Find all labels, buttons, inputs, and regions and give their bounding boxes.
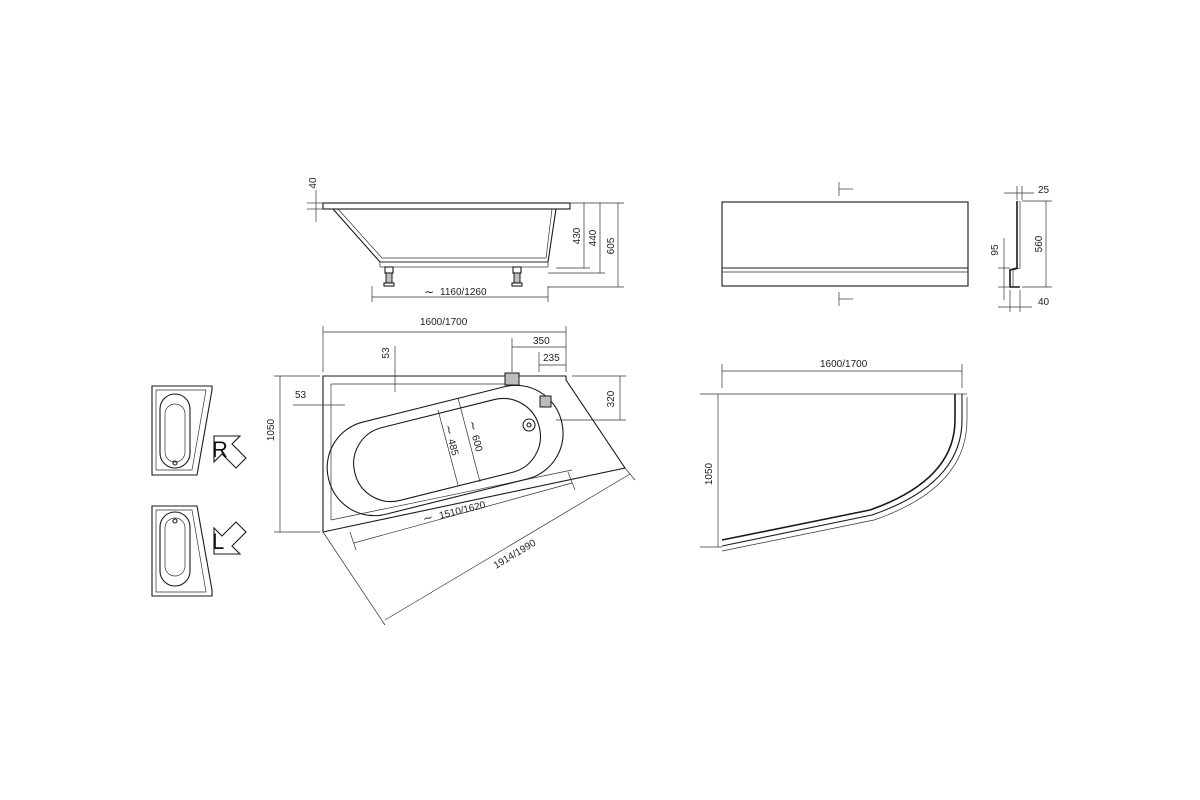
arrow-up-left-icon: [213, 435, 247, 469]
dim-base-depth: 40: [1038, 297, 1050, 308]
side-body: [332, 208, 557, 263]
panel-profile-view: 25 95 560 40: [990, 185, 1052, 312]
variant-left: L: [151, 505, 247, 597]
side-view: 40 430 440 605 ∼ 1160/1260: [307, 177, 624, 302]
plan-view: 1600/1700 350 235 53 53 320 1050 ∼ 485 ∼…: [266, 317, 636, 626]
dim-tap-offset-235: 235: [543, 353, 560, 364]
dim-inner-length: 1510/1620: [438, 500, 487, 522]
dim-height-430: 430: [572, 227, 583, 244]
drain-icon: [172, 518, 178, 524]
variant-left-label: L: [212, 529, 224, 554]
dim-leg-span: 1160/1260: [440, 287, 487, 298]
panel-front-view: [721, 182, 969, 306]
overflow-icon: [539, 395, 552, 408]
dim-panel-length: 1600/1700: [820, 359, 868, 370]
dim-height-440: 440: [588, 229, 599, 246]
dim-height-605: 605: [606, 237, 617, 254]
dim-rim-height: 40: [308, 177, 319, 189]
drain-icon: [522, 418, 536, 432]
dim-rim-top: 53: [381, 347, 392, 359]
dim-panel-width: 1050: [704, 462, 715, 485]
svg-text:∼: ∼: [424, 285, 434, 299]
dim-length: 1600/1700: [420, 317, 468, 328]
dim-inner-width-600: 600: [469, 434, 484, 453]
tap-icon: [504, 372, 520, 386]
variant-right-label: R: [212, 437, 228, 462]
arrow-down-left-icon: [213, 521, 247, 555]
side-legs: [383, 266, 523, 287]
dim-panel-height: 560: [1034, 235, 1045, 252]
dim-rim-left: 53: [295, 390, 307, 401]
drain-icon: [172, 460, 178, 466]
dim-base-step: 95: [990, 244, 1001, 256]
dim-tap-offset-350: 350: [533, 336, 550, 347]
panel-profile: [1009, 201, 1020, 288]
side-rim: [322, 202, 571, 210]
dim-top-thickness: 25: [1038, 185, 1050, 196]
dim-drain-offset: 320: [606, 390, 617, 407]
dim-inner-width-485: 485: [445, 438, 460, 457]
svg-text:∼: ∼: [441, 423, 457, 436]
svg-text:∼: ∼: [421, 510, 434, 526]
dim-width: 1050: [266, 418, 277, 441]
plan-outline: [322, 375, 626, 533]
panel-curve: [721, 394, 956, 541]
plan-bowl: [326, 384, 564, 517]
svg-text:∼: ∼: [465, 419, 481, 432]
variant-right: R: [151, 385, 247, 476]
panel-plan-view: 1600/1700 1050: [700, 359, 968, 552]
